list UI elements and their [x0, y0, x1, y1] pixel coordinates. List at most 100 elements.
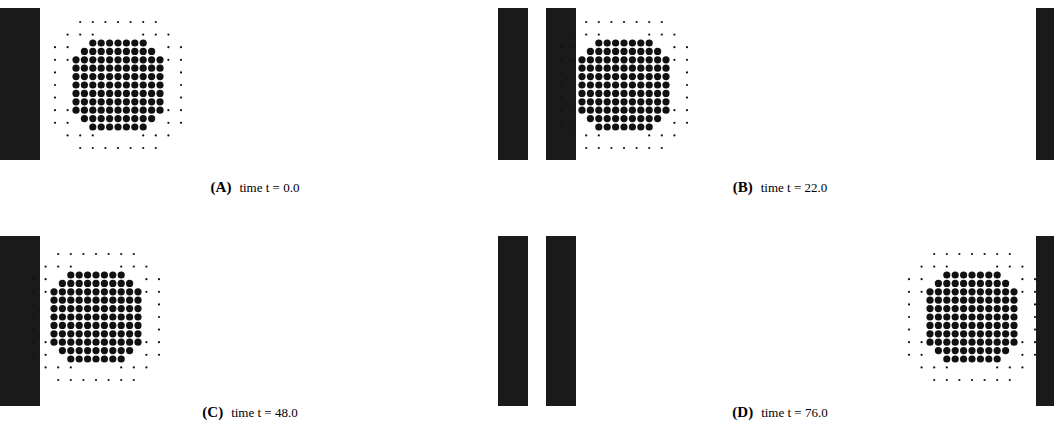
- particle: [131, 73, 138, 80]
- particle: [114, 90, 121, 97]
- particle: [72, 81, 79, 88]
- particle: [76, 313, 83, 320]
- particle: [573, 122, 575, 124]
- particle: [95, 379, 97, 381]
- particle: [968, 355, 975, 362]
- particle: [108, 379, 110, 381]
- particle: [120, 379, 122, 381]
- particle: [958, 379, 960, 381]
- particle: [648, 134, 650, 136]
- particle: [126, 280, 133, 287]
- particle: [98, 81, 105, 88]
- wall: [0, 8, 40, 160]
- particle: [620, 65, 627, 72]
- particle: [926, 288, 933, 295]
- particle: [67, 313, 74, 320]
- particle: [148, 107, 155, 114]
- particle: [123, 39, 130, 46]
- particle: [620, 56, 627, 63]
- particle: [612, 48, 619, 55]
- particle: [89, 98, 96, 105]
- wall: [546, 8, 576, 160]
- particle: [646, 65, 653, 72]
- particle: [1021, 291, 1023, 293]
- particle: [67, 355, 74, 362]
- particle: [67, 288, 74, 295]
- panel-caption: (B)time t = 22.0: [733, 178, 828, 196]
- particle: [560, 46, 562, 48]
- particle: [560, 109, 562, 111]
- particle: [946, 253, 948, 255]
- particle: [968, 288, 975, 295]
- particle: [595, 115, 602, 122]
- particle: [81, 65, 88, 72]
- particle: [1002, 280, 1009, 287]
- particle: [50, 305, 57, 312]
- particle: [145, 266, 147, 268]
- particle: [67, 122, 69, 124]
- particle: [59, 288, 66, 295]
- particle: [662, 65, 669, 72]
- particle: [81, 73, 88, 80]
- particle: [89, 123, 96, 130]
- particle: [156, 73, 163, 80]
- panel-letter: (B): [733, 179, 753, 195]
- particle: [686, 59, 688, 61]
- particle: [985, 339, 992, 346]
- particle: [114, 115, 121, 122]
- particle: [32, 303, 34, 305]
- particle: [977, 297, 984, 304]
- particle: [50, 322, 57, 329]
- particle: [145, 291, 147, 293]
- particle: [167, 122, 169, 124]
- particle: [106, 56, 113, 63]
- particle: [140, 98, 147, 105]
- particle: [977, 271, 984, 278]
- particle: [604, 48, 611, 55]
- particle: [158, 303, 160, 305]
- particle: [98, 90, 105, 97]
- particle: [109, 330, 116, 337]
- particle: [612, 73, 619, 80]
- particle: [598, 34, 600, 36]
- particle: [70, 253, 72, 255]
- particle: [92, 271, 99, 278]
- particle: [654, 98, 661, 105]
- particle: [560, 122, 562, 124]
- particle: [926, 305, 933, 312]
- particle: [994, 305, 1001, 312]
- particle: [646, 73, 653, 80]
- particle: [595, 48, 602, 55]
- particle: [612, 56, 619, 63]
- particle: [158, 329, 160, 331]
- particle: [943, 330, 950, 337]
- particle: [578, 56, 585, 63]
- particle: [943, 347, 950, 354]
- particle: [1010, 322, 1017, 329]
- particle: [89, 39, 96, 46]
- particle: [142, 134, 144, 136]
- particle: [646, 115, 653, 122]
- particle: [131, 81, 138, 88]
- particle: [968, 339, 975, 346]
- particle: [67, 330, 74, 337]
- particle: [145, 341, 147, 343]
- particle: [637, 48, 644, 55]
- particle: [106, 39, 113, 46]
- particle: [140, 107, 147, 114]
- particle: [661, 134, 663, 136]
- particle: [123, 90, 130, 97]
- particle: [646, 81, 653, 88]
- particle: [67, 280, 74, 287]
- particle: [1010, 339, 1017, 346]
- particle: [67, 271, 74, 278]
- particle: [131, 39, 138, 46]
- particle: [908, 316, 910, 318]
- particle: [654, 81, 661, 88]
- panel-letter: (D): [732, 404, 753, 420]
- particle: [114, 73, 121, 80]
- particle: [935, 313, 942, 320]
- particle: [76, 347, 83, 354]
- particle: [1034, 354, 1036, 356]
- particle: [120, 253, 122, 255]
